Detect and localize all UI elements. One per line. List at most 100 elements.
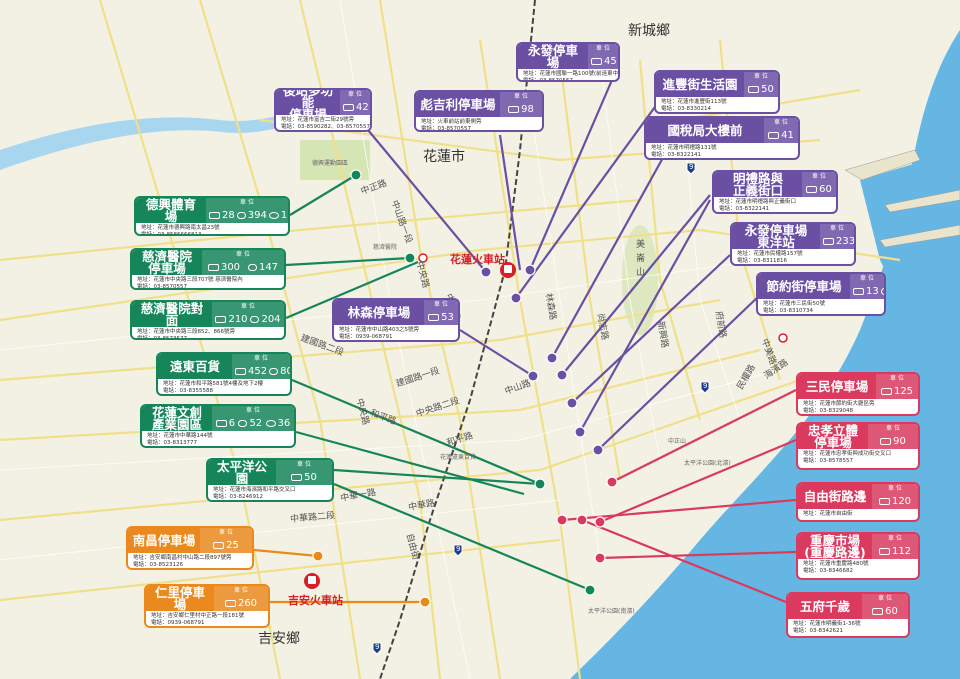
address-text: 地址：花蓮市明禮路131號 (651, 145, 717, 151)
address-text: 地址：花蓮市富吉二街29號旁 (281, 117, 354, 123)
parking-card-wufu[interactable]: 五府千歲 車 位 60 地址：花蓮市明義街1-36號電話：03-8342621 (786, 592, 910, 638)
car-count: 50 (291, 472, 317, 483)
address-text: 地址：花蓮市自由街 (803, 511, 853, 517)
route-shield-label: 9 (375, 643, 380, 651)
car-value: 120 (891, 496, 912, 507)
address-text: 地址：花蓮市中央路三段852、866號旁 (137, 329, 235, 335)
car-icon (213, 541, 225, 549)
phone-text: 電話：03-8573577 (137, 336, 187, 340)
parking-card-title: 林森停車場 (347, 304, 411, 320)
capacity-label: 車 位 (878, 595, 892, 602)
car-icon (880, 387, 892, 395)
car-count: 25 (213, 540, 239, 551)
moto-value: 147 (258, 262, 279, 273)
capacity-label: 車 位 (254, 355, 268, 362)
car-count: 233 (823, 236, 854, 247)
railway (379, 0, 536, 679)
parking-card-info: 地址：火車前站前東側旁電話：03-8570557 (416, 117, 542, 132)
car-count: 300 (207, 262, 240, 273)
capacity-panel: 車 位452800 (232, 354, 290, 379)
phone-text: 電話：03-8586666813 (141, 232, 202, 236)
hospital-icon (418, 253, 428, 263)
parking-card-title: 五府千歲 (799, 598, 850, 614)
bicycle-icon (268, 211, 279, 219)
capacity-panel: 車 位 60 (862, 594, 908, 619)
car-icon (215, 419, 227, 427)
bike-value: 138 (280, 210, 288, 221)
moto-count: 394 (236, 210, 267, 221)
parking-card-info: 地址：花蓮市中華路144號電話：03-8313777 (142, 431, 294, 446)
phone-text: 電話：03-8342621 (793, 628, 843, 634)
moto-value: 800 (280, 366, 290, 377)
address-text: 地址：花蓮市海濱路和平路交叉口 (213, 487, 296, 493)
parking-card-info: 地址：花蓮市進豐街113號電話：03-8330214 (656, 97, 778, 112)
phone-text: 電話：03-8570557 (421, 126, 471, 132)
phone-text: 電話：03-8310734 (763, 308, 813, 314)
bike-count: 138 (268, 210, 288, 221)
phone-text: 電話：03-8313777 (147, 440, 197, 446)
address-text: 地址：花蓮市重慶路480號 (803, 561, 869, 567)
car-count: 6 (215, 418, 236, 429)
phone-text: 電話：03-8523126 (133, 562, 183, 568)
parking-card-title: 節約街停車場 (766, 278, 842, 294)
phone-text: 電話：0939-068791 (151, 620, 205, 626)
capacity-label: 車 位 (348, 91, 362, 98)
car-value: 125 (893, 386, 914, 397)
address-text: 地址：花蓮市三民街50號 (763, 301, 825, 307)
car-icon (224, 599, 236, 607)
capacity-label: 車 位 (774, 119, 788, 126)
phone-text: 電話：03-8246912 (213, 494, 263, 500)
capacity-label: 車 位 (754, 73, 768, 80)
motorcycle-icon (247, 263, 257, 271)
address-text: 地址：花蓮市中山路403之5號旁 (339, 327, 419, 333)
parking-card-info: 地址：花蓮市富吉二街29號旁電話：03-8590282、03-8570557 (276, 115, 370, 130)
jian-station-label: 吉安火車站 (288, 594, 343, 607)
car-icon (768, 131, 780, 139)
motorcycle-icon (236, 211, 246, 219)
parking-card-title: 慈濟醫院 停車場 (141, 248, 192, 276)
moto-value: 52 (249, 418, 263, 429)
route-shields (372, 162, 710, 655)
car-icon (748, 85, 760, 93)
parking-card-info: 地址：花蓮市明義街1-36號電話：03-8342621 (788, 619, 908, 636)
address-text: 地址：花蓮市民權路157號 (737, 251, 803, 257)
parking-card-title: 花蓮文創 產業園區 (151, 404, 202, 432)
car-value: 6 (228, 418, 236, 429)
capacity-label: 車 位 (219, 529, 233, 536)
parking-card-info: 地址：花蓮市自由街 (798, 509, 918, 520)
phone-text: 電話：03-8330214 (661, 106, 711, 112)
bike-value: 36 (277, 418, 291, 429)
car-value: 60 (885, 606, 898, 617)
purple-connectors (367, 79, 761, 451)
parking-card-info: 地址：花蓮市忠孝街與成功街交叉口電話：03-8578557 (798, 449, 918, 467)
address-text: 地址：花蓮市中華路144號 (147, 433, 213, 439)
capacity-label: 車 位 (890, 375, 904, 382)
parking-card-info: 地址：花蓮市中央路三段852、866號旁電話：03-8573577 (132, 327, 284, 340)
car-icon (508, 105, 520, 113)
